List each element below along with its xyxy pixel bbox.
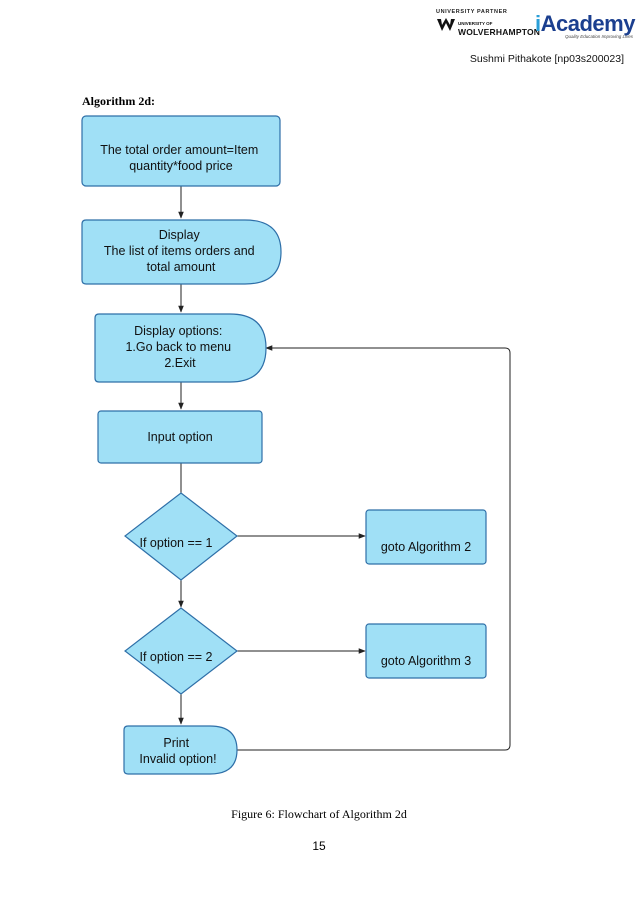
iacademy-logo: iAcademy xyxy=(535,11,635,37)
node-display-options xyxy=(94,313,267,383)
node-display-options-line1: Display options: xyxy=(134,324,222,338)
svg-text:Print Invalid option!: Print Invalid option! xyxy=(139,736,216,766)
node-display-list-line1: Display xyxy=(159,228,201,242)
node-print-invalid xyxy=(123,725,238,775)
wolverhampton-logo-icon xyxy=(437,18,455,31)
node-print-invalid-line1: Print xyxy=(163,736,189,750)
figure-caption: Figure 6: Flowchart of Algorithm 2d xyxy=(231,807,407,821)
node-decision-option-2 xyxy=(124,607,238,695)
section-title: Algorithm 2d: xyxy=(82,94,155,108)
svg-text:Display options: 1.Go back: Display options: 1.Go back to menu 2.Exi… xyxy=(125,324,234,370)
iacademy-tagline: Quality Education Improving Lives xyxy=(565,34,634,39)
node-display-list xyxy=(81,219,282,285)
node-goto-algorithm-3-label: goto Algorithm 3 xyxy=(381,654,471,668)
node-display-list-line3: total amount xyxy=(147,260,216,274)
node-display-options-line2: 1.Go back to menu xyxy=(125,340,231,354)
university-name: WOLVERHAMPTON xyxy=(458,27,541,37)
university-partner-label: UNIVERSITY PARTNER xyxy=(436,9,508,15)
author-label: Sushmi Pithakote [np03s200023] xyxy=(469,53,624,65)
node-print-invalid-line2: Invalid option! xyxy=(139,752,216,766)
svg-text:If option == 2: If option == 2 xyxy=(140,650,213,664)
node-total-amount xyxy=(81,115,281,187)
node-input-option-line1: Input option xyxy=(147,430,212,444)
node-total-amount-line2: quantity*food price xyxy=(129,159,233,173)
page-number: 15 xyxy=(312,839,326,853)
node-display-options-line3: 2.Exit xyxy=(164,356,196,370)
node-goto-algorithm-3 xyxy=(365,623,487,679)
node-decision-option-2-label: If option == 2 xyxy=(140,650,213,664)
svg-text:Input option: Input option xyxy=(147,430,212,444)
node-decision-option-1 xyxy=(124,492,238,581)
university-small-label: UNIVERSITY OF xyxy=(458,21,493,26)
node-total-amount-line1: The total order amount=Item xyxy=(100,143,258,157)
node-decision-option-1-label: If option == 1 xyxy=(140,536,213,550)
svg-text:The total order amount=Item: The total order amount=Item quantity*foo… xyxy=(100,143,262,173)
svg-text:If option == 1: If option == 1 xyxy=(140,536,213,550)
iacademy-logo-text: Academy xyxy=(540,11,636,36)
svg-text:Display The list of items: Display The list of items orders and tot… xyxy=(104,228,258,274)
connector-print-loop-back xyxy=(237,345,511,751)
svg-text:goto Algorithm 3: goto Algorithm 3 xyxy=(381,654,471,668)
svg-text:goto Algorithm 2: goto Algorithm 2 xyxy=(381,540,471,554)
node-input-option xyxy=(97,410,263,464)
node-goto-algorithm-2-label: goto Algorithm 2 xyxy=(381,540,471,554)
node-display-list-line2: The list of items orders and xyxy=(104,244,255,258)
iacademy-logo-i: i xyxy=(535,11,541,36)
node-goto-algorithm-2 xyxy=(365,509,487,565)
